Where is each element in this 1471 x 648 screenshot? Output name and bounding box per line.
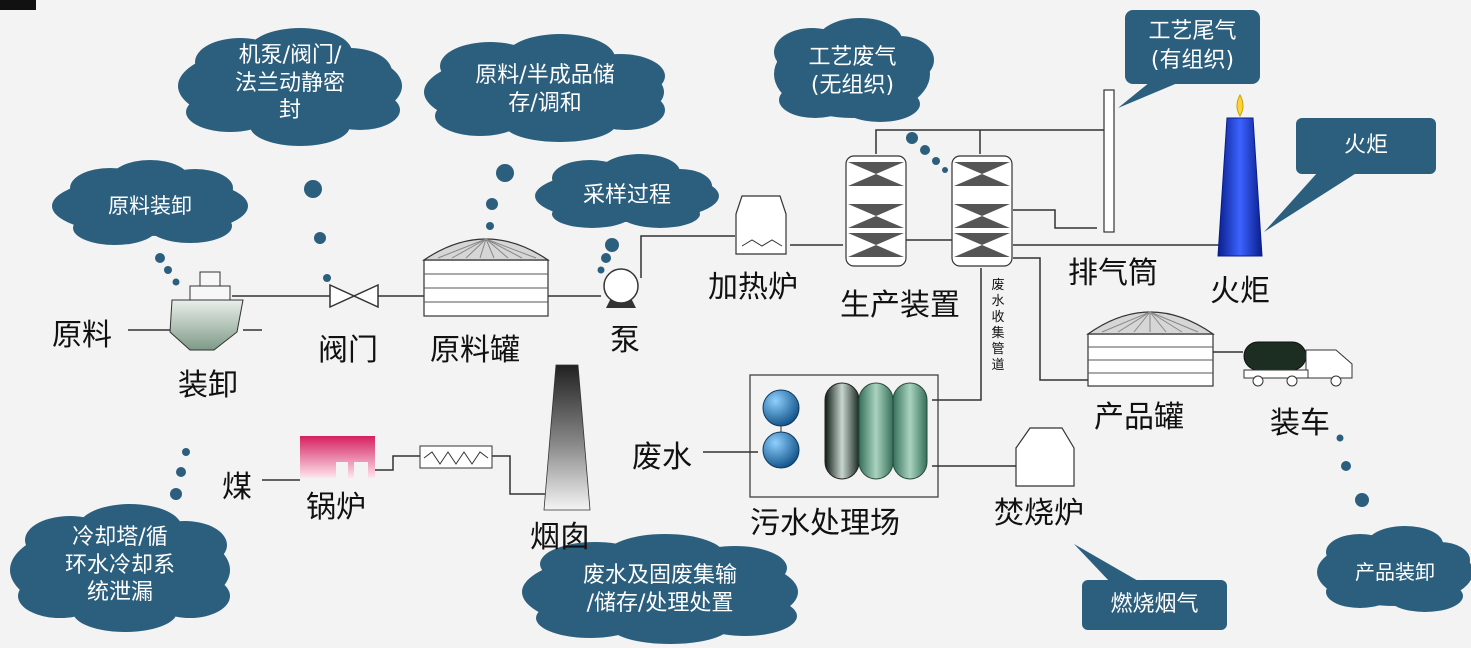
production-column-1	[845, 155, 907, 267]
label-flare: 火炬	[1210, 274, 1270, 309]
text-sampling: 采样过程	[582, 183, 671, 208]
cloud-sampling	[535, 154, 719, 274]
valve-icon	[329, 283, 379, 309]
exhaust-stack-icon	[1103, 89, 1115, 233]
cloud-cooling-tower-leak	[10, 448, 230, 632]
pump-icon	[603, 268, 639, 308]
label-wwtp: 污水处理场	[750, 506, 900, 541]
label-chimney: 烟囱	[530, 520, 590, 555]
label-exhaust-stack: 排气筒	[1068, 256, 1158, 291]
text-product-unloading: 产品装卸	[1355, 560, 1435, 584]
label-boiler: 锅炉	[306, 490, 366, 525]
product-tank-icon	[1086, 311, 1215, 387]
label-wastewater-pipe: 废水收集管道	[991, 278, 1005, 373]
text-flare-callout: 火炬	[1343, 133, 1388, 158]
label-truck-loading: 装车	[1270, 406, 1330, 441]
label-valve: 阀门	[318, 333, 378, 368]
chimney-icon	[543, 364, 591, 511]
unloading-ship-icon	[169, 271, 244, 351]
raw-tank-icon	[422, 238, 550, 317]
label-production-unit: 生产装置	[840, 288, 960, 323]
cloud-process-fugitive	[774, 18, 948, 173]
heating-furnace-icon	[735, 195, 787, 255]
label-coal: 煤	[222, 470, 252, 505]
text-waste-handling: 废水及固废集输 /储存/处理处置	[582, 563, 737, 616]
corner-mark	[0, 0, 36, 10]
cloud-storage-blending	[424, 34, 665, 230]
text-combustion-flue: 燃烧烟气	[1110, 592, 1199, 617]
process-piping	[128, 129, 1243, 495]
label-heating-furnace: 加热炉	[708, 270, 798, 305]
label-raw-tank: 原料罐	[430, 333, 520, 368]
text-pump-valve-seal: 机泵/阀门/ 法兰动静密 封	[234, 43, 345, 123]
text-storage-blending: 原料/半成品储 存/调和	[475, 63, 615, 116]
label-product-tank: 产品罐	[1094, 400, 1184, 435]
text-cooling-tower-leak: 冷却塔/循 环水冷却系 统泄漏	[64, 525, 175, 605]
callout-flare	[1264, 118, 1436, 232]
callout-combustion-flue	[1074, 544, 1227, 630]
text-raw-unloading: 原料装卸	[108, 194, 192, 218]
label-raw-material: 原料	[52, 318, 112, 353]
cloud-pump-valve-seal	[178, 28, 402, 282]
flare-icon	[1217, 93, 1263, 257]
cloud-raw-unloading	[52, 160, 248, 286]
label-incinerator: 焚烧炉	[994, 496, 1084, 531]
label-unloading: 装卸	[178, 368, 238, 403]
label-wastewater: 废水	[632, 440, 692, 475]
incinerator-icon	[1015, 427, 1075, 487]
callout-process-organized	[1118, 10, 1260, 108]
text-process-fugitive: 工艺废气 (无组织)	[808, 45, 897, 98]
label-pump: 泵	[610, 323, 640, 358]
boiler-icon	[300, 436, 375, 478]
wastewater-treatment-icon	[749, 374, 939, 498]
heat-exchanger-icon	[419, 445, 493, 469]
text-process-organized: 工艺尾气 (有组织)	[1148, 19, 1237, 73]
truck-icon	[1243, 341, 1353, 387]
cloud-product-unloading	[1317, 434, 1471, 612]
production-column-2	[951, 155, 1013, 267]
cloud-waste-handling	[522, 534, 798, 644]
